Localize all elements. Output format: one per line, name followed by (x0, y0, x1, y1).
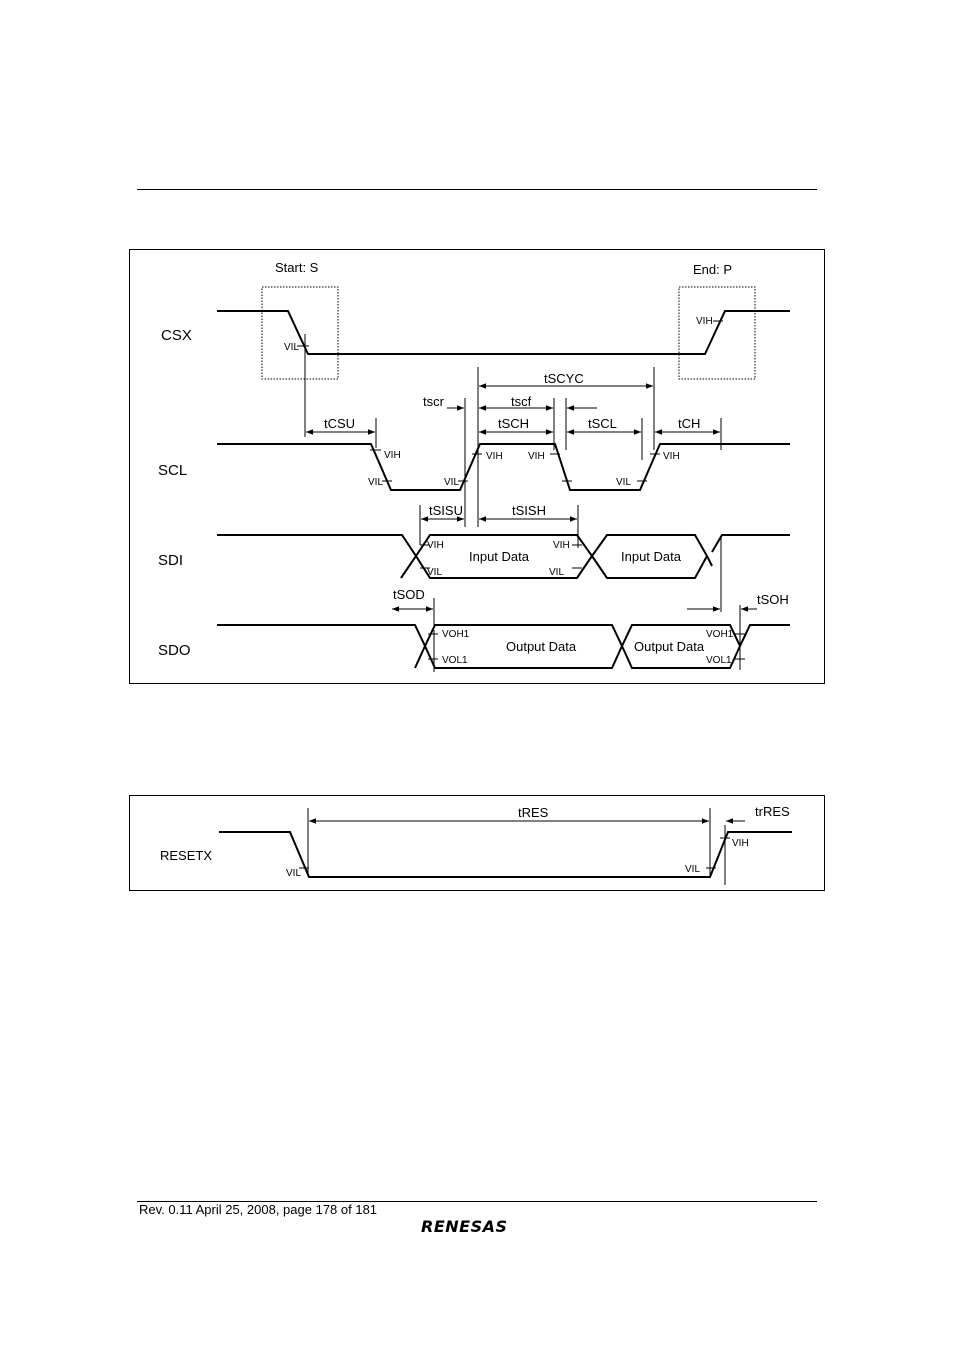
sdi-vil-label-2: VIL (549, 567, 564, 578)
scl-vih-label-2: VIH (486, 451, 503, 462)
sdo-output-data-label-2: Output Data (634, 639, 705, 654)
reset-timing-frame (129, 795, 825, 891)
sdi-input-data-label-1: Input Data (469, 549, 530, 564)
scl-vih-label-4: VIH (663, 451, 680, 462)
tsod-label: tSOD (393, 587, 425, 602)
tsish-label: tSISH (512, 503, 546, 518)
sdi-label: SDI (158, 552, 183, 569)
sdo-vol1-label-1: VOL1 (442, 655, 468, 666)
scl-vil-label-3: VIL (616, 477, 631, 488)
reset-vih-label: VIH (732, 838, 749, 849)
scl-vil-label-1: VIL (368, 477, 383, 488)
tscr-label: tscr (423, 394, 445, 409)
tsoh-label: tSOH (757, 592, 789, 607)
scl-vih-label-1: VIH (384, 450, 401, 461)
sdo-voh1-label-2: VOH1 (706, 629, 734, 640)
start-condition-box (261, 286, 339, 380)
sdi-vih-label-1: VIH (427, 540, 444, 551)
tsch-label: tSCH (498, 416, 529, 431)
sdi-input-data-label-2: Input Data (621, 549, 682, 564)
sdo-label: SDO (158, 642, 191, 659)
sdo-waveform (217, 624, 790, 669)
tres-label: tRES (518, 805, 549, 820)
tscyc-label: tSCYC (544, 371, 584, 386)
csx-vil-label: VIL (284, 342, 299, 353)
resetx-waveform (219, 831, 792, 878)
end-condition-box (678, 286, 756, 380)
sdo-vol1-label-2: VOL1 (706, 655, 732, 666)
tsisu-label: tSISU (429, 503, 463, 518)
reset-vil-label-2: VIL (685, 864, 700, 875)
renesas-logo: RENESAS (421, 1217, 508, 1236)
reference-lines (304, 334, 741, 672)
csx-waveform (217, 310, 790, 355)
tch-label: tCH (678, 416, 700, 431)
scl-label: SCL (158, 462, 187, 479)
sdo-voh1-label-1: VOH1 (442, 629, 470, 640)
start-label: Start: S (275, 260, 319, 275)
scl-vih-label-3: VIH (528, 451, 545, 462)
sdi-vih-label-2: VIH (553, 540, 570, 551)
scl-vil-label-2: VIL (444, 477, 459, 488)
csx-label: CSX (161, 327, 192, 344)
sdo-output-data-label-1: Output Data (506, 639, 577, 654)
footer-revision-text: Rev. 0.11 April 25, 2008, page 178 of 18… (139, 1202, 378, 1217)
footer-rule (137, 1201, 817, 1202)
header-rule (137, 189, 817, 190)
csx-vih-label: VIH (696, 316, 713, 327)
sdi-waveform (217, 534, 790, 579)
scl-waveform (217, 443, 790, 491)
reset-vil-label-1: VIL (286, 868, 301, 879)
trres-label: trRES (755, 804, 790, 819)
sdi-vil-label-1: VIL (427, 567, 442, 578)
resetx-label: RESETX (160, 848, 212, 863)
tcsu-label: tCSU (324, 416, 355, 431)
tscf-label: tscf (511, 394, 532, 409)
tscl-label: tSCL (588, 416, 617, 431)
serial-timing-frame (129, 249, 825, 684)
end-label: End: P (693, 262, 732, 277)
